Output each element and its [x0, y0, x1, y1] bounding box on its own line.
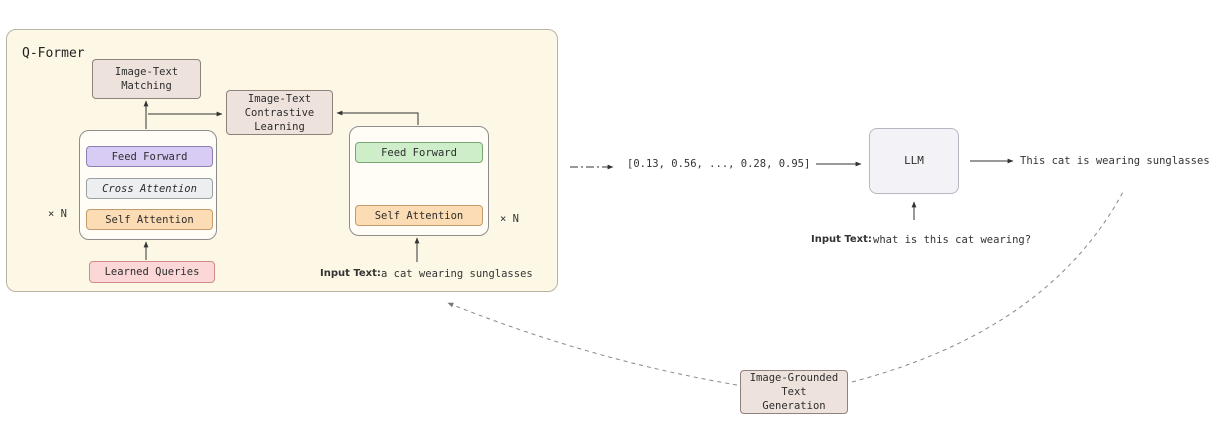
right-repeat-label: × N: [500, 213, 519, 225]
llm-input-text-label: Input Text:: [811, 234, 872, 245]
arrow-generation-to-qformer: [447, 302, 738, 386]
cross-attention-block: Cross Attention: [86, 178, 213, 199]
embedding-vector: [0.13, 0.56, ..., 0.28, 0.95]: [627, 158, 811, 170]
qformer-input-text-value: a cat wearing sunglasses: [381, 268, 533, 280]
link-output-to-generation: [851, 189, 1125, 383]
qformer-title: Q-Former: [22, 46, 85, 61]
llm-input-text-value: what is this cat wearing?: [873, 234, 1032, 246]
image-grounded-text-generation-block: Image-Grounded Text Generation: [740, 370, 848, 414]
learned-queries-block: Learned Queries: [89, 261, 215, 283]
image-text-matching-block: Image-Text Matching: [92, 59, 201, 99]
left-repeat-label: × N: [48, 208, 67, 220]
left-feed-forward-block: Feed Forward: [86, 146, 213, 167]
right-feed-forward-block: Feed Forward: [355, 142, 483, 163]
llm-output-text: This cat is wearing sunglasses: [1020, 155, 1210, 167]
right-self-attention-block: Self Attention: [355, 205, 483, 226]
qformer-input-text-label: Input Text:: [320, 268, 381, 279]
llm-block: LLM: [869, 128, 959, 194]
image-text-contrastive-block: Image-Text Contrastive Learning: [226, 90, 333, 135]
left-self-attention-block: Self Attention: [86, 209, 213, 230]
arrow-right-to-contrastive: [336, 110, 419, 125]
